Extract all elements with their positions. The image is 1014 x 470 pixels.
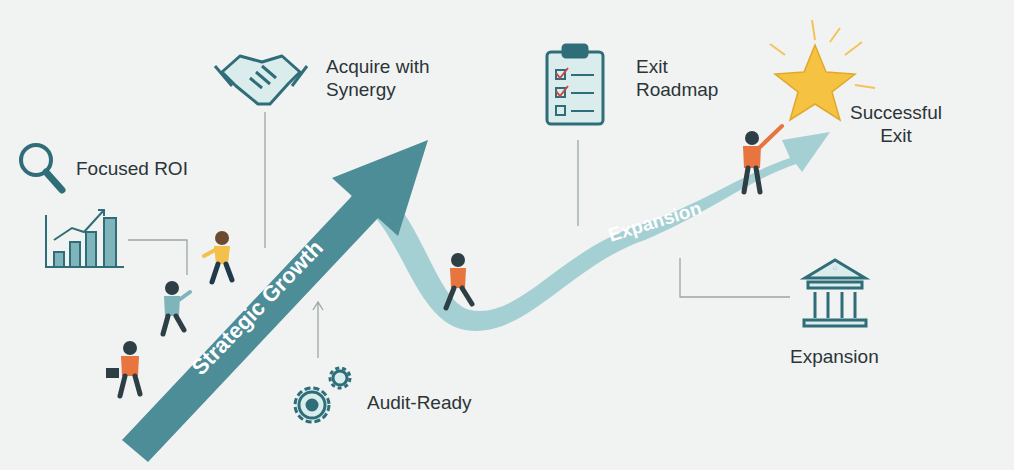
bar-chart-icon [46,210,124,267]
magnifier-icon [21,145,62,190]
clipboard-icon [547,45,603,124]
band-text: Strategic Growth [187,235,329,381]
icon-label: Acquire with Synergy [326,56,446,102]
expansion-band [350,132,830,331]
icon-label: Successful Exit [836,102,956,148]
icon-label: Exit Roadmap [636,56,726,102]
growth-arrow [122,140,428,462]
handshake-icon [215,56,307,104]
icon-label: Expansion [790,346,920,369]
people [106,126,782,396]
icon-label: Audit-Ready [367,392,517,415]
arrow-band: Strategic Growth [187,235,329,381]
bank-icon [804,260,866,326]
gears-icon [295,368,350,422]
icon-label: Focused ROI [76,158,216,181]
arrow-band: Expansion [606,197,704,246]
band-text: Expansion [606,197,704,246]
